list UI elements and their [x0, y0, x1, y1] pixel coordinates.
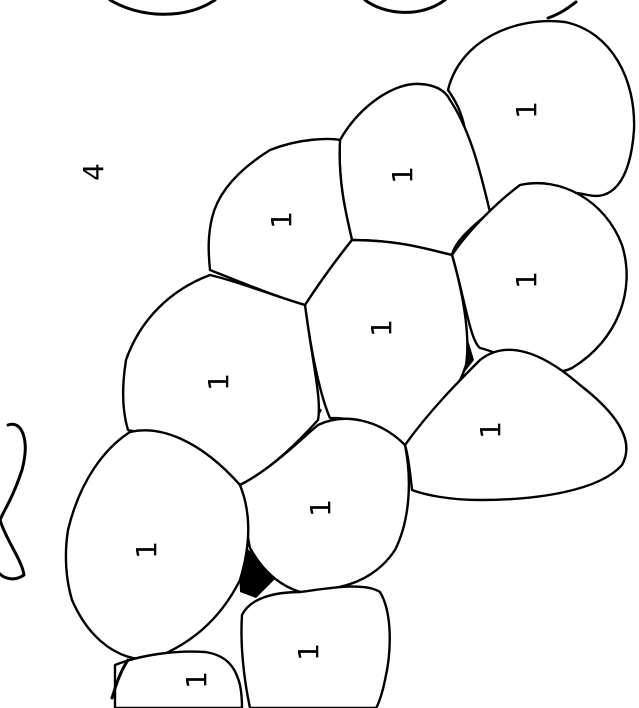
top-partial-outline-left — [110, 0, 215, 14]
cell-label: 1 — [180, 671, 213, 689]
cell-label: 1 — [510, 101, 543, 119]
cell-label: 1 — [202, 373, 235, 391]
top-stem-outline — [548, 2, 576, 18]
group-label: 4 — [77, 163, 110, 181]
cell-label: 1 — [130, 541, 163, 559]
cell-label: 1 — [510, 271, 543, 289]
cell-label: 1 — [304, 499, 337, 517]
cell-shape — [115, 652, 242, 708]
top-partial-outline-right — [365, 0, 445, 12]
cell-label: 1 — [265, 211, 298, 229]
cell-label: 1 — [474, 421, 507, 439]
cell-label: 1 — [386, 166, 419, 184]
left-partial-outline — [0, 424, 25, 579]
cell-label: 1 — [365, 319, 398, 337]
cell-label: 1 — [292, 643, 325, 661]
